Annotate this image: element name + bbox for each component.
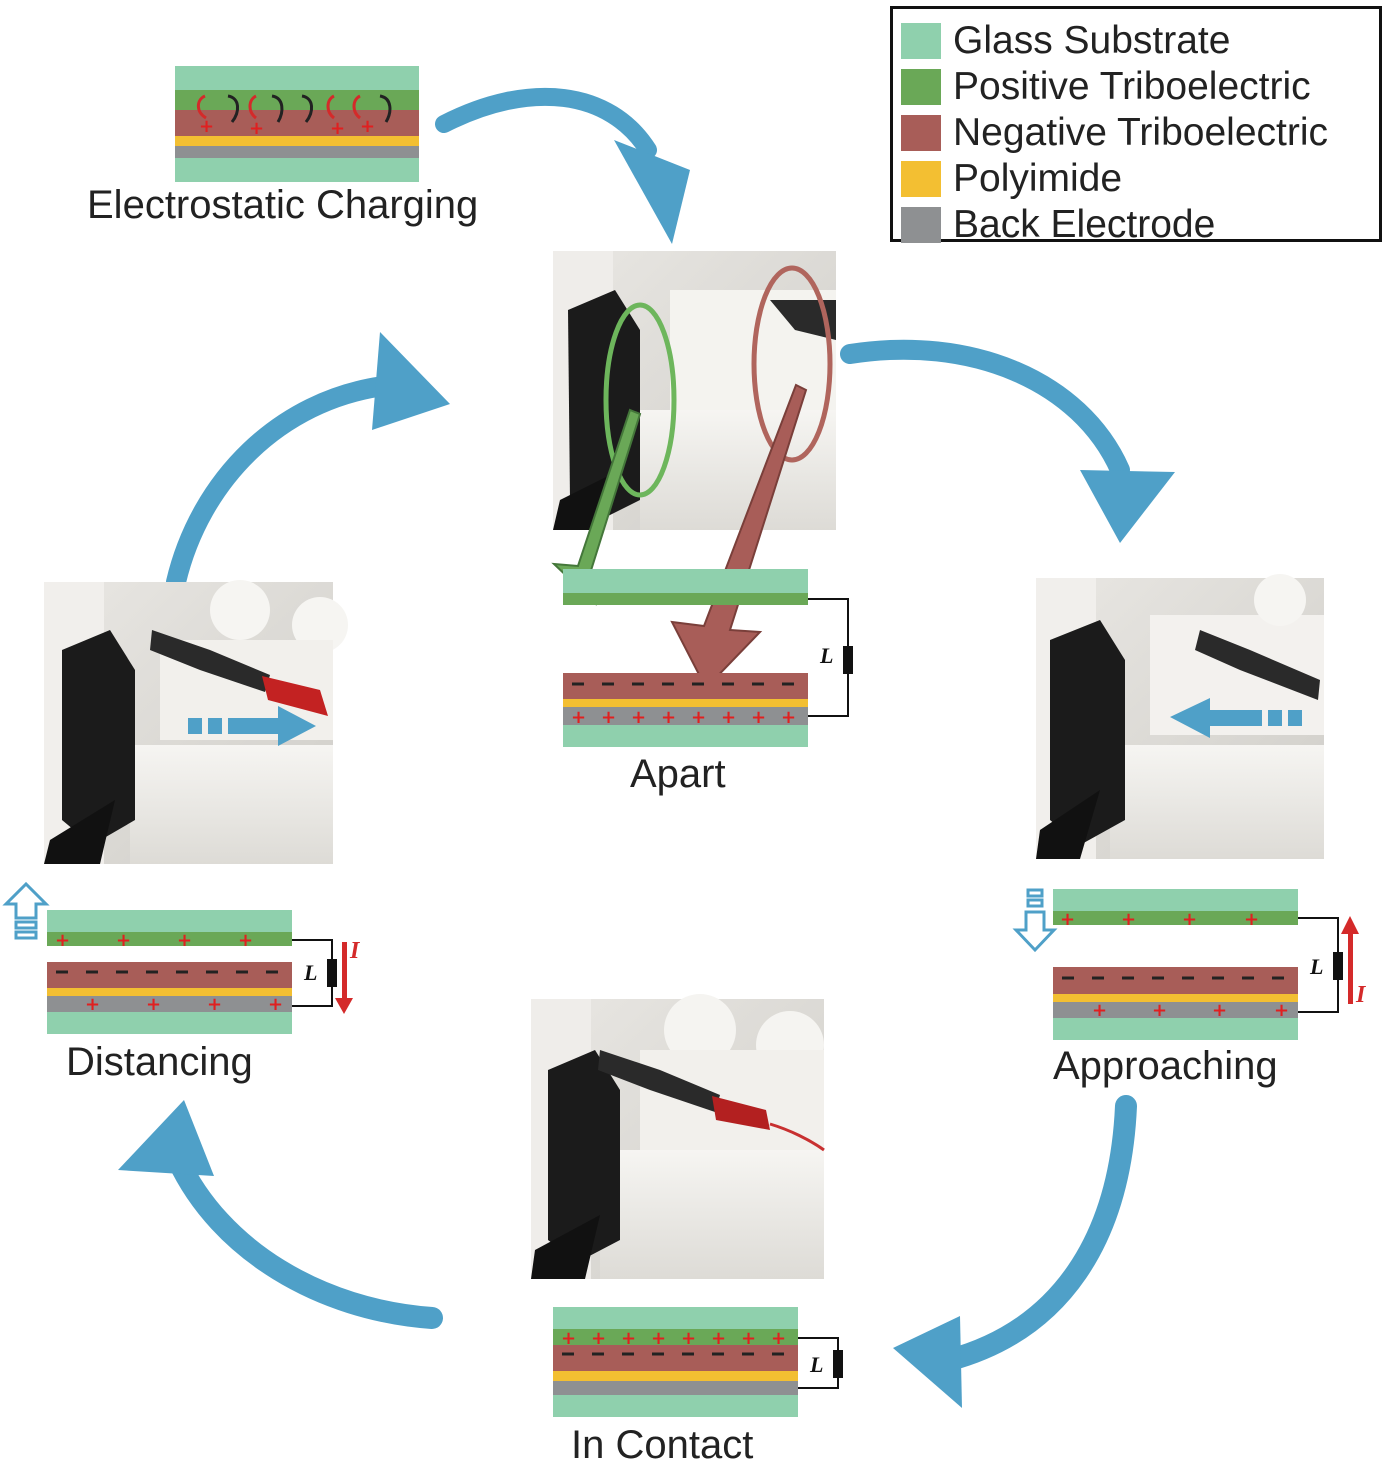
photo-approaching <box>1036 574 1324 859</box>
legend-label: Negative Triboelectric <box>953 111 1328 154</box>
svg-text:+: + <box>661 707 676 728</box>
cycle-arrow-approaching-to-contact <box>893 1095 1137 1408</box>
svg-text:+: + <box>1121 909 1136 930</box>
stack-distancing: + + + + + + + + L I <box>2 881 361 1034</box>
svg-text:+: + <box>207 994 222 1015</box>
svg-text:+: + <box>238 930 253 951</box>
current-arrow-up-icon <box>1341 916 1359 1004</box>
current-label: I <box>349 938 361 964</box>
svg-text:+: + <box>631 707 646 728</box>
svg-text:+: + <box>561 1328 576 1349</box>
svg-text:+: + <box>721 707 736 728</box>
load-resistor-icon <box>327 959 337 987</box>
svg-text:+: + <box>177 930 192 951</box>
stack-electrostatic-charging: + + + + <box>175 66 419 182</box>
svg-text:+: + <box>681 1328 696 1349</box>
svg-text:+: + <box>1182 909 1197 930</box>
photo-distancing <box>44 580 348 864</box>
svg-text:+: + <box>249 118 264 139</box>
load-resistor-icon <box>843 646 853 674</box>
svg-text:+: + <box>1060 909 1075 930</box>
svg-text:+: + <box>1212 1000 1227 1021</box>
caption-approaching: Approaching <box>1053 1044 1278 1088</box>
svg-text:+: + <box>85 994 100 1015</box>
load-label: L <box>809 1352 823 1377</box>
motion-arrow-right-icon <box>188 706 316 746</box>
svg-text:+: + <box>268 994 283 1015</box>
svg-text:+: + <box>1152 1000 1167 1021</box>
photo-apart <box>553 251 836 530</box>
svg-text:+: + <box>199 116 214 137</box>
callout-arrow-negative <box>670 383 808 690</box>
svg-text:+: + <box>116 930 131 951</box>
svg-text:+: + <box>691 707 706 728</box>
svg-text:+: + <box>621 1328 636 1349</box>
legend-label: Polyimide <box>953 157 1123 200</box>
svg-text:+: + <box>711 1328 726 1349</box>
load-label: L <box>819 643 833 668</box>
svg-text:+: + <box>601 707 616 728</box>
cycle-arrow-contact-to-distancing <box>118 1100 443 1329</box>
current-arrow-down-icon <box>335 942 353 1014</box>
caption-apart: Apart <box>630 752 726 796</box>
svg-text:+: + <box>771 1328 786 1349</box>
svg-text:+: + <box>751 707 766 728</box>
legend-label: Positive Triboelectric <box>953 65 1311 108</box>
svg-text:+: + <box>651 1328 666 1349</box>
legend: Glass Substrate Positive Triboelectric N… <box>890 6 1382 246</box>
legend-swatch <box>901 161 941 197</box>
legend-label: Glass Substrate <box>953 19 1231 62</box>
photo-in-contact <box>531 994 825 1279</box>
legend-swatch <box>901 23 941 59</box>
legend-swatch <box>901 207 941 243</box>
svg-text:+: + <box>591 1328 606 1349</box>
caption-distancing: Distancing <box>66 1040 253 1084</box>
svg-text:+: + <box>360 116 375 137</box>
caption-electrostatic-charging: Electrostatic Charging <box>87 183 479 227</box>
svg-text:+: + <box>330 118 345 139</box>
cycle-arrow-charging-to-apart <box>435 87 690 244</box>
motion-arrow-down-icon <box>1012 888 1058 953</box>
legend-swatch <box>901 115 941 151</box>
stack-in-contact: + + + + + + + + L <box>553 1307 843 1417</box>
legend-swatch <box>901 69 941 105</box>
load-resistor-icon <box>1333 952 1343 980</box>
svg-text:+: + <box>55 930 70 951</box>
svg-text:+: + <box>1274 1000 1289 1021</box>
svg-text:+: + <box>1244 909 1259 930</box>
current-label: I <box>1355 982 1367 1008</box>
motion-arrow-up-icon <box>2 881 50 940</box>
cycle-arrow-distancing-to-apart <box>166 332 450 592</box>
caption-in-contact: In Contact <box>571 1423 754 1467</box>
svg-text:+: + <box>571 707 586 728</box>
svg-text:+: + <box>781 707 796 728</box>
load-resistor-icon <box>833 1350 843 1378</box>
load-label: L <box>303 960 317 985</box>
svg-text:+: + <box>1092 1000 1107 1021</box>
svg-text:+: + <box>741 1328 756 1349</box>
stack-apart: + + + + + + + + L <box>563 569 853 747</box>
cycle-arrow-apart-to-approaching <box>840 339 1175 543</box>
svg-text:+: + <box>146 994 161 1015</box>
motion-arrow-left-icon <box>1170 698 1302 738</box>
stack-approaching: + + + + + + + + L I <box>1012 888 1367 1040</box>
load-label: L <box>1309 954 1323 979</box>
legend-label: Back Electrode <box>953 203 1216 246</box>
